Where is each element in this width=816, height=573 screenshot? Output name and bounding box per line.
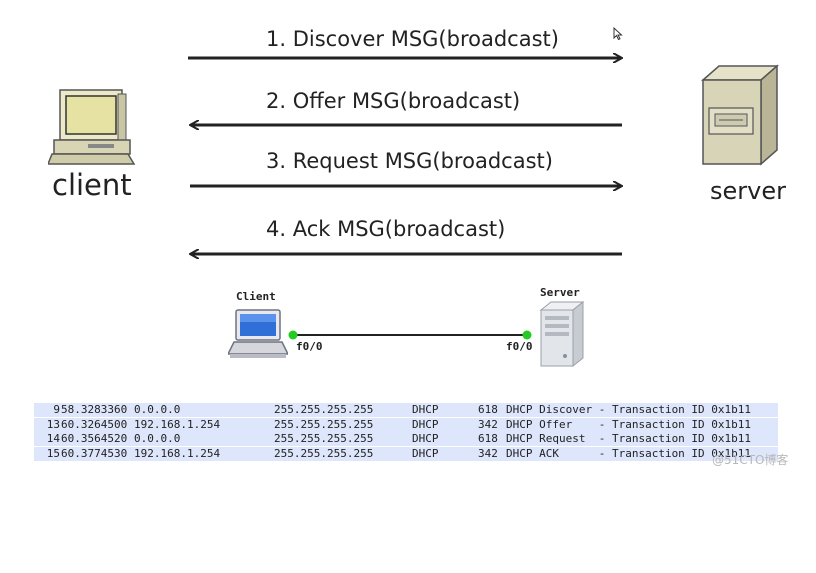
packet-time: 60.3774530 [61, 446, 128, 460]
packet-destination: 255.255.255.255 [274, 432, 374, 445]
server-port-label: f0/0 [506, 340, 533, 353]
server-tower-icon [701, 64, 779, 166]
packet-source: 0.0.0.0 [134, 403, 181, 416]
packet-info: DHCP Offer - Transaction ID 0x1b11 [506, 417, 752, 431]
packet-info: DHCP ACK - Transaction ID 0x1b11 [506, 446, 752, 460]
client-label: client [52, 168, 132, 202]
table-row[interactable]: 15 60.3774530 192.168.1.254 255.255.255.… [34, 446, 778, 461]
offer-label: 2. Offer MSG(broadcast) [266, 89, 521, 113]
packet-time: 60.3264500 [61, 417, 128, 431]
packet-source: 0.0.0.0 [134, 432, 181, 445]
packet-list: 9 58.3283360 0.0.0.0 255.255.255.255 DHC… [0, 403, 816, 463]
packet-protocol: DHCP [412, 417, 439, 431]
packet-destination: 255.255.255.255 [274, 403, 374, 416]
ack-label: 4. Ack MSG(broadcast) [266, 217, 506, 241]
message-arrows [188, 0, 816, 474]
cursor-icon [613, 27, 623, 41]
request-label: 3. Request MSG(broadcast) [266, 149, 553, 173]
laptop-icon [228, 309, 288, 358]
packet-source: 192.168.1.254 [134, 417, 221, 431]
packet-length: 618 [478, 432, 498, 445]
packet-length: 342 [478, 417, 498, 431]
server-port-dot [522, 330, 532, 340]
table-row[interactable]: 13 60.3264500 192.168.1.254 255.255.255.… [34, 417, 778, 432]
packet-protocol: DHCP [412, 446, 439, 460]
client-port-label: f0/0 [296, 340, 323, 353]
link-line [288, 330, 532, 340]
discover-label: 1. Discover MSG(broadcast) [266, 27, 559, 51]
client-computer-icon [48, 89, 136, 165]
packet-length: 342 [478, 446, 498, 460]
table-row[interactable]: 9 58.3283360 0.0.0.0 255.255.255.255 DHC… [34, 403, 778, 417]
server-small-icon [539, 300, 585, 368]
packet-destination: 255.255.255.255 [274, 417, 374, 431]
packet-info: DHCP Discover - Transaction ID 0x1b11 [506, 403, 752, 416]
packet-no: 14 [46, 432, 60, 445]
packet-source: 192.168.1.254 [134, 446, 221, 460]
packet-length: 618 [478, 403, 498, 416]
packet-no: 9 [53, 403, 60, 416]
packet-no: 13 [46, 417, 60, 431]
server-label: server [710, 177, 786, 205]
table-row[interactable]: 14 60.3564520 0.0.0.0 255.255.255.255 DH… [34, 432, 778, 446]
packet-protocol: DHCP [412, 403, 439, 416]
packet-time: 58.3283360 [61, 403, 128, 416]
client-port-dot [288, 330, 298, 340]
topology-server-label: Server [540, 286, 580, 299]
packet-protocol: DHCP [412, 432, 439, 445]
topology-client-label: Client [236, 290, 276, 303]
packet-time: 60.3564520 [61, 432, 128, 445]
packet-no: 15 [46, 446, 60, 460]
watermark: @51CTO博客 [712, 453, 789, 467]
packet-info: DHCP Request - Transaction ID 0x1b11 [506, 432, 752, 445]
packet-destination: 255.255.255.255 [274, 446, 374, 460]
